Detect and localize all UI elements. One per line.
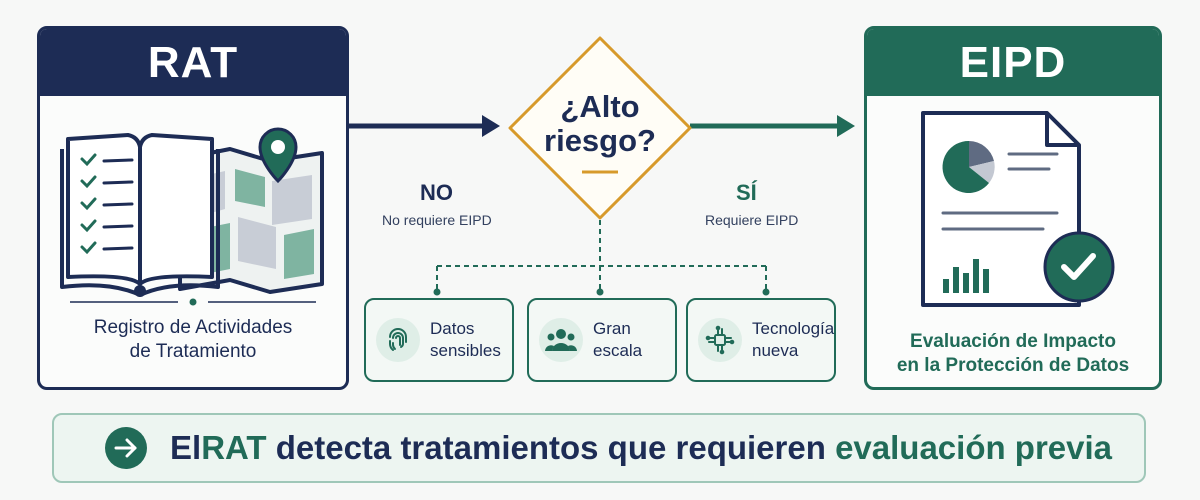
- criterion-new-technology: Tecnología nueva: [686, 298, 836, 382]
- decision-label: ¿Alto riesgo?: [520, 90, 680, 158]
- eipd-caption: Evaluación de Impacto en la Protección d…: [867, 330, 1159, 378]
- banner-highlight-rat: RAT: [201, 429, 267, 466]
- branch-yes-title: SÍ: [736, 180, 757, 205]
- criterion-large-scale: Gran escala: [527, 298, 677, 382]
- eipd-card: EIPD Evaluación de Impacto en la Protecc…: [864, 26, 1162, 390]
- arrow-right-icon: [105, 427, 147, 469]
- banner-text: El RAT detecta tratamientos que requiere…: [170, 415, 1112, 481]
- criterion-2-line2: escala: [593, 341, 643, 360]
- group-icon: [539, 318, 583, 362]
- criterion-3-line2: nueva: [752, 341, 799, 360]
- book-map-icon: [60, 127, 324, 297]
- report-check-icon: [921, 111, 1115, 307]
- rat-caption-divider: [70, 298, 316, 306]
- banner-highlight-evaluation: evaluación previa: [835, 429, 1113, 466]
- rat-caption-line2: de Tratamiento: [129, 341, 257, 362]
- criterion-2-line1: Gran: [593, 319, 631, 338]
- criterion-1-line1: Datos: [430, 319, 475, 338]
- branch-yes-subtitle: Requiere EIPD: [705, 212, 799, 228]
- chip-icon: [698, 318, 742, 362]
- banner-text-part1: El: [170, 429, 202, 466]
- decision-line2: riesgo?: [544, 123, 656, 158]
- rat-card: RAT Registro de Actividades: [37, 26, 349, 390]
- branch-no-title: NO: [420, 180, 453, 205]
- rat-caption-line1: Registro de Actividades: [93, 317, 293, 338]
- criterion-1-line2: sensibles: [430, 341, 501, 360]
- branch-no-subtitle: No requiere EIPD: [382, 212, 492, 228]
- eipd-caption-line2: en la Protección de Datos: [896, 355, 1130, 376]
- eipd-card-title: EIPD: [867, 29, 1159, 96]
- criterion-3-line1: Tecnología: [752, 319, 835, 338]
- eipd-caption-line1: Evaluación de Impacto: [910, 331, 1116, 352]
- rat-card-title: RAT: [40, 29, 346, 96]
- summary-banner: El RAT detecta tratamientos que requiere…: [52, 413, 1146, 483]
- criterion-sensitive-data: Datos sensibles: [364, 298, 514, 382]
- decision-line1: ¿Alto: [560, 89, 640, 124]
- rat-caption: Registro de Actividades de Tratamiento: [40, 316, 346, 364]
- fingerprint-icon: [376, 318, 420, 362]
- banner-text-part3: detecta tratamientos que requieren: [266, 429, 836, 466]
